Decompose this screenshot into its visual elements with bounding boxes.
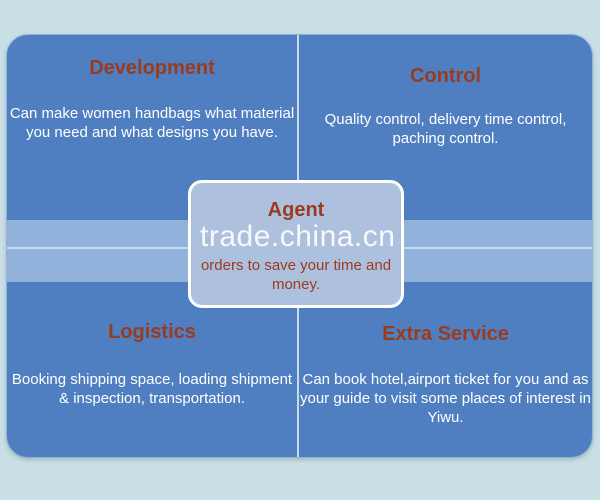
extra-service-title: Extra Service (382, 323, 509, 345)
logistics-section: Logistics Booking shipping space, loadin… (7, 321, 297, 408)
agent-description: orders to save your time and money. (200, 257, 392, 293)
extra-service-description: Can book hotel,airport ticket for you an… (300, 371, 591, 426)
logistics-description: Booking shipping space, loading shipment… (11, 371, 293, 407)
extra-service-section: Extra Service Can book hotel,airport tic… (299, 323, 592, 427)
control-section: Control Quality control, delivery time c… (299, 65, 592, 148)
development-section: Development Can make women handbags what… (7, 57, 297, 142)
agent-box: Agent orders to save your time and money… (188, 180, 404, 308)
logistics-title: Logistics (108, 321, 196, 343)
service-diagram: Development Can make women handbags what… (6, 34, 593, 458)
agent-title: Agent (267, 199, 325, 221)
watermark-text: trade.china.cn (200, 220, 396, 253)
development-title: Development (89, 57, 215, 79)
control-title: Control (409, 65, 482, 87)
control-description: Quality control, delivery time control, … (324, 111, 567, 147)
development-description: Can make women handbags what material yo… (9, 105, 295, 141)
